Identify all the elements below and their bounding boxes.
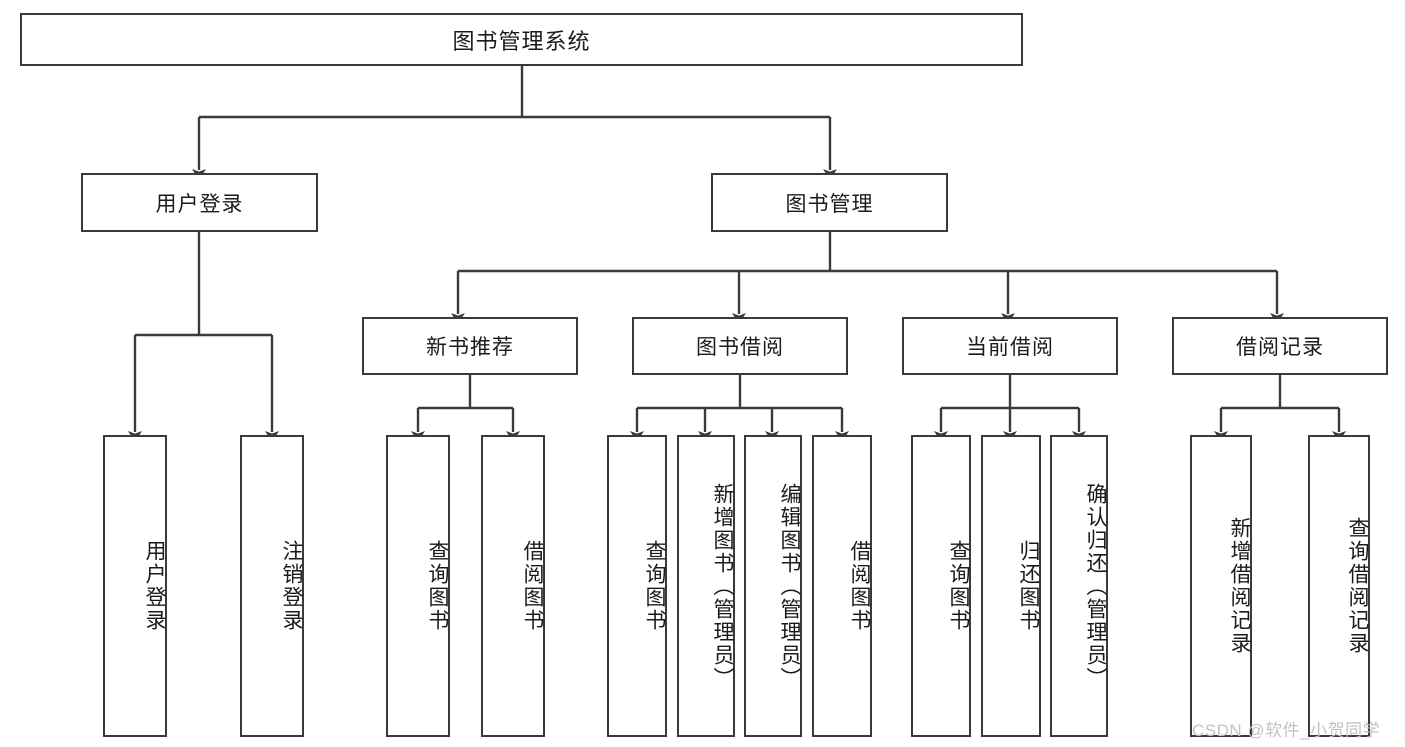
node-leaf-3[interactable]: 借阅图书 (481, 435, 545, 737)
node-label: 当前借阅 (966, 336, 1054, 359)
node-leaf-10[interactable]: 确认归还（管理员） (1050, 435, 1108, 737)
tree-connectors (128, 66, 1346, 442)
node-label: 归还图书 (1017, 540, 1040, 632)
node-leaf-6[interactable]: 编辑图书（管理员） (744, 435, 802, 737)
node-root[interactable]: 图书管理系统 (20, 13, 1023, 66)
node-label: 借阅图书 (521, 540, 544, 632)
node-level2-2[interactable]: 当前借阅 (902, 317, 1118, 375)
node-label: 图书管理系统 (452, 28, 591, 54)
node-leaf-7[interactable]: 借阅图书 (812, 435, 872, 737)
node-level1-0[interactable]: 用户登录 (81, 173, 318, 232)
node-label: 查询图书 (426, 540, 449, 632)
node-level2-1[interactable]: 图书借阅 (632, 317, 848, 375)
node-leaf-4[interactable]: 查询图书 (607, 435, 667, 737)
node-label: 注销登录 (280, 540, 303, 632)
node-level2-0[interactable]: 新书推荐 (362, 317, 578, 375)
node-level2-3[interactable]: 借阅记录 (1172, 317, 1388, 375)
node-leaf-2[interactable]: 查询图书 (386, 435, 450, 737)
node-label: 借阅记录 (1236, 336, 1324, 359)
node-label: 用户登录 (155, 192, 244, 216)
node-label: 图书管理 (785, 192, 874, 216)
node-label: 查询图书 (643, 540, 666, 632)
node-label: 确认归还（管理员） (1084, 482, 1107, 690)
node-label: 图书借阅 (696, 336, 784, 359)
node-label: 查询图书 (947, 540, 970, 632)
node-leaf-1[interactable]: 注销登录 (240, 435, 304, 737)
node-label: 查询借阅记录 (1346, 517, 1369, 655)
node-label: 用户登录 (143, 540, 166, 632)
node-leaf-11[interactable]: 新增借阅记录 (1190, 435, 1252, 737)
node-label: 新增图书（管理员） (711, 482, 734, 690)
node-label: 新书推荐 (426, 336, 514, 359)
node-level1-1[interactable]: 图书管理 (711, 173, 948, 232)
node-leaf-8[interactable]: 查询图书 (911, 435, 971, 737)
node-leaf-0[interactable]: 用户登录 (103, 435, 167, 737)
node-leaf-9[interactable]: 归还图书 (981, 435, 1041, 737)
node-leaf-5[interactable]: 新增图书（管理员） (677, 435, 735, 737)
node-label: 编辑图书（管理员） (778, 482, 801, 690)
node-label: 新增借阅记录 (1228, 517, 1251, 655)
node-leaf-12[interactable]: 查询借阅记录 (1308, 435, 1370, 737)
watermark-text: CSDN @软件_小贺同学 (1192, 721, 1381, 740)
node-label: 借阅图书 (848, 540, 871, 632)
